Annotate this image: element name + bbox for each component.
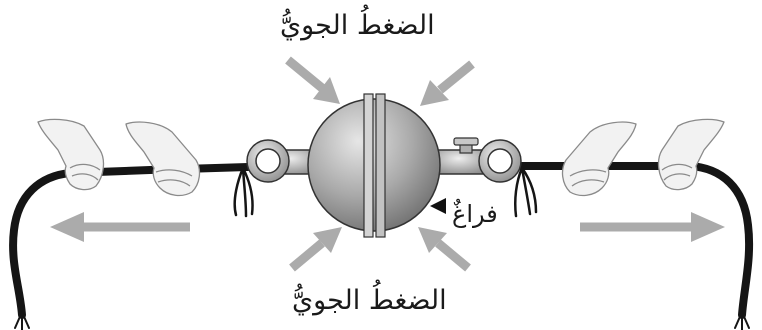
sphere [308, 94, 440, 237]
label-atmospheric-pressure-top: الضغطُ الجويُّ [280, 10, 435, 41]
hand-left-inner [126, 122, 199, 195]
label-atmospheric-pressure-bottom: الضغطُ الجويُّ [292, 285, 447, 316]
rope-right [515, 166, 749, 330]
pull-arrow-left [50, 212, 190, 242]
hand-right-inner [563, 122, 636, 195]
label-vacuum: فراغٌ [452, 200, 498, 228]
pressure-arrow-top-left [288, 60, 340, 104]
pressure-arrow-top-right [420, 64, 472, 106]
hand-right-outer [659, 119, 724, 189]
pull-arrow-right [580, 212, 725, 242]
pressure-arrow-bottom-right [418, 227, 468, 268]
vacuum-pointer [430, 198, 446, 214]
pressure-arrow-bottom-left [292, 227, 342, 268]
rope-left [13, 167, 252, 330]
right-ring-handle [438, 138, 521, 182]
